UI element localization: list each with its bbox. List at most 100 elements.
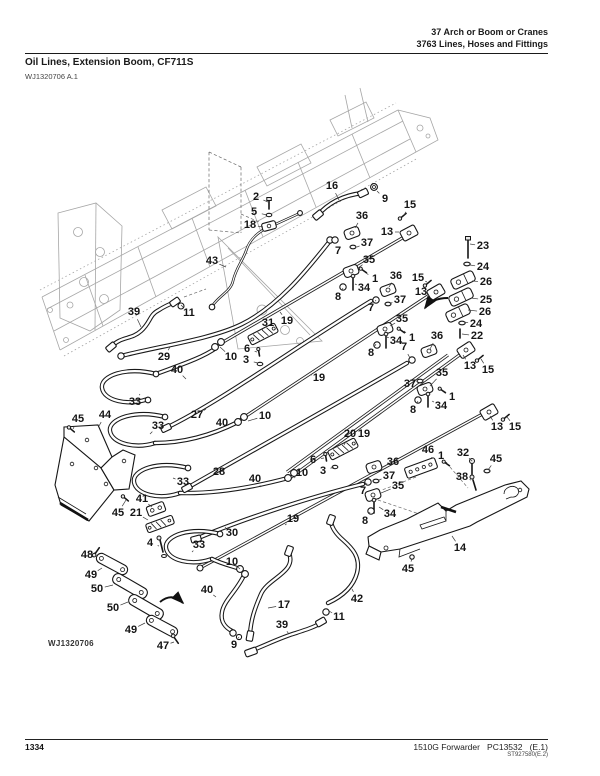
callout-label: 40 — [201, 584, 213, 596]
callout-label: 41 — [136, 493, 148, 505]
callout-leader — [224, 526, 227, 529]
callout-leader — [257, 225, 264, 228]
callout-label: 1 — [449, 391, 455, 403]
callout-label: 7 — [360, 485, 366, 497]
callout-label: 47 — [157, 640, 169, 652]
callout-label: 35 — [436, 367, 448, 379]
callout-label: 10 — [259, 410, 271, 422]
callout-leader — [354, 222, 359, 229]
callout-label: 15 — [482, 364, 494, 376]
section-line2: 3763 Lines, Hoses and Fittings — [416, 39, 548, 49]
callout-label: 10 — [296, 467, 308, 479]
callout-label: 8 — [368, 347, 374, 359]
callout-label: 37 — [394, 294, 406, 306]
callout-leader — [506, 416, 511, 421]
callout-leader — [429, 378, 437, 387]
callout-label: 8 — [362, 515, 368, 527]
callout-label: 1 — [372, 273, 378, 285]
callout-leader — [469, 243, 476, 246]
callout-leader — [341, 287, 344, 291]
callout-leader — [356, 245, 360, 248]
callout-label: 21 — [130, 507, 142, 519]
callout-leader — [351, 588, 354, 593]
diagram-id-label: WJ1320706 — [48, 639, 94, 648]
callout-label: 30 — [226, 527, 238, 539]
callout-label: 13 — [491, 421, 503, 433]
callout-label: 50 — [91, 583, 103, 595]
callout-leader — [149, 431, 153, 435]
page-title: Oil Lines, Extension Boom, CF711S — [25, 57, 194, 68]
callout-label: 35 — [396, 313, 408, 325]
callout-label: 26 — [479, 306, 491, 318]
callout-label: 24 — [477, 261, 490, 273]
callout-label: 34 — [384, 508, 397, 520]
callout-leader — [403, 330, 407, 333]
callout-label: 16 — [326, 180, 338, 192]
callout-leader — [137, 319, 142, 328]
callout-leader — [279, 311, 283, 315]
callout-label: 45 — [402, 563, 414, 575]
callout-leader — [263, 199, 269, 203]
boom-phantom-outline — [39, 87, 439, 357]
callout-label: 17 — [278, 599, 290, 611]
callout-leader — [253, 361, 259, 364]
callout-leader — [320, 457, 325, 459]
callout-label: 7 — [401, 341, 407, 353]
callout-label: 15 — [412, 272, 424, 284]
callout-leader — [487, 465, 492, 471]
callout-label: 5 — [251, 206, 257, 218]
callout-label: 46 — [422, 444, 434, 456]
plate-14 — [365, 458, 530, 561]
callout-leader — [237, 636, 240, 639]
callout-label: 32 — [457, 447, 469, 459]
callout-label: 6 — [244, 343, 250, 355]
footer-sub-edition: ST927580(E.2) — [507, 752, 548, 758]
callout-leader — [284, 523, 287, 526]
callout-label: 44 — [99, 409, 112, 421]
callout-leader — [378, 478, 382, 481]
section-line1: 37 Arch or Boom or Cranes — [431, 27, 548, 37]
callout-leader — [380, 488, 391, 494]
callout-leader — [293, 476, 296, 479]
callout-leader — [380, 465, 387, 469]
bolt-washer-clamp-top — [261, 197, 277, 232]
figure-reference: WJ1320706 A.1 — [25, 72, 78, 81]
callout-label: 8 — [410, 404, 416, 416]
callout-leader — [374, 299, 377, 302]
callout-leader — [219, 346, 226, 352]
callout-label: 14 — [454, 542, 467, 554]
callout-label: 19 — [287, 513, 299, 525]
callout-leader — [172, 477, 176, 480]
clamp-clusters — [331, 226, 451, 515]
callout-leader — [286, 631, 290, 635]
callout-label: 8 — [335, 291, 341, 303]
link-chain — [91, 546, 180, 645]
callout-label: 19 — [358, 428, 370, 440]
callout-label: 27 — [191, 409, 203, 421]
callout-label: 1 — [409, 332, 415, 344]
rotation-arrows — [159, 295, 449, 605]
callout-leader — [451, 535, 456, 542]
fittings-and-connectors — [105, 183, 510, 658]
callout-label: 37 — [404, 378, 416, 390]
callout-leader — [237, 567, 241, 570]
callout-leader — [354, 283, 357, 286]
callout-leader — [467, 309, 478, 312]
callout-leader — [138, 393, 141, 396]
callout-label: 50 — [107, 602, 119, 614]
callout-label: 38 — [456, 471, 468, 483]
callout-leader — [225, 466, 228, 469]
callout-label: 28 — [213, 466, 225, 478]
callout-leader — [142, 516, 149, 521]
callout-leader — [104, 584, 114, 588]
callout-leader — [462, 354, 467, 360]
callout-label: 39 — [128, 306, 140, 318]
callout-leader — [98, 421, 102, 427]
callout-label: 36 — [390, 270, 402, 282]
callout-label: 10 — [226, 556, 238, 568]
callout-label: 36 — [387, 456, 399, 468]
callout-leader — [72, 425, 75, 430]
page-number: 1334 — [25, 742, 44, 752]
callout-label: 18 — [244, 219, 256, 231]
